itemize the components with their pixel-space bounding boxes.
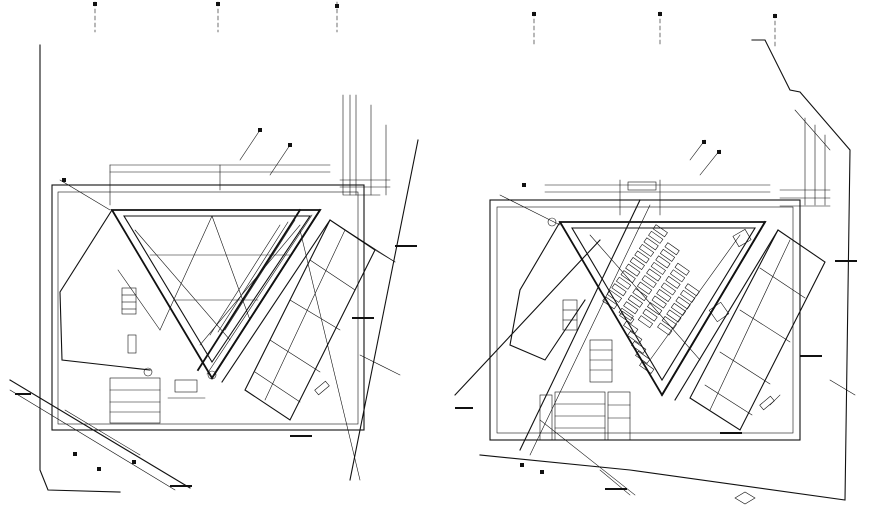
- building-outline-left: [51, 164, 365, 431]
- triangular-hall-left: [110, 209, 322, 380]
- diagonal-wing-left: [196, 208, 331, 383]
- grid-axis-markers-left: [93, 1, 339, 33]
- triangular-hall-right: [558, 221, 767, 397]
- left-wing-left: [59, 209, 217, 380]
- dimension-tags-left: [15, 128, 417, 487]
- floor-plan-right: [454, 11, 857, 505]
- dimension-tags-right: [455, 140, 857, 490]
- seating-rows-right: [602, 224, 700, 374]
- building-outline-right: [489, 179, 801, 441]
- floor-plan-left: [9, 1, 419, 493]
- site-boundary-left: [39, 44, 419, 493]
- diagonal-wing-right: [660, 220, 826, 431]
- site-boundary-right: [479, 39, 851, 501]
- left-wing-right: [509, 217, 752, 383]
- diagonal-guides-right: [454, 139, 856, 505]
- diagonal-guides-left: [9, 129, 401, 491]
- side-rooms-left: [244, 219, 396, 421]
- grid-axis-markers-right: [532, 11, 777, 49]
- lower-stripes-left: [109, 377, 206, 424]
